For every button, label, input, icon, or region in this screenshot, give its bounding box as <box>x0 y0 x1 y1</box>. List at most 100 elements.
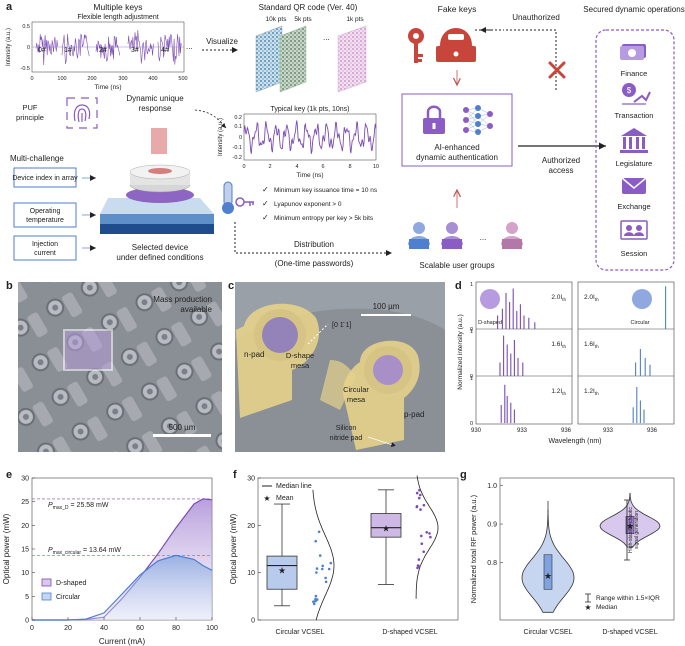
y-axis-label: Normalized total RF power (a.u.) <box>469 494 478 603</box>
category-d-shaped: D-shaped VCSEL <box>382 629 437 636</box>
qr-label-5k: 5k pts <box>294 16 312 23</box>
data-point <box>417 496 421 500</box>
x-tick: 8 <box>348 164 351 170</box>
data-point <box>324 576 327 580</box>
circular-spectra <box>632 286 667 423</box>
x-tick: 300 <box>118 76 127 82</box>
panel-e-label: e <box>6 469 12 481</box>
selected-device-2: under defined conditions <box>116 253 203 262</box>
scale-label: 500 µm <box>169 423 196 432</box>
panel-g-label: g <box>460 469 467 481</box>
y-tick-label: 10 <box>21 570 29 577</box>
data-point <box>428 532 431 535</box>
panel-a-label: a <box>6 1 13 13</box>
x-axis-label: Wavelength (nm) <box>548 438 601 445</box>
legend-circular: Circular <box>56 594 81 601</box>
d-mesa-label-2: mesa <box>291 361 310 370</box>
y-tick: -0.1 <box>233 145 242 151</box>
data-point <box>419 508 422 511</box>
operation-exchange: Exchange <box>617 202 650 211</box>
key-burst-2 <box>95 36 121 62</box>
challenge-device-index: Device index in array <box>12 175 78 182</box>
x-axis-label: Time (ns) <box>94 84 121 91</box>
current-1.6-left: 1.6Ith <box>551 341 566 349</box>
mass-production-2: available <box>180 305 212 314</box>
check-icon: ✓ <box>262 199 269 208</box>
flexible-length-subtitle: Flexible length adjustment <box>77 14 158 21</box>
user-icon <box>501 222 523 249</box>
data-point <box>418 488 421 492</box>
circular-legend: Circular <box>631 320 650 326</box>
data-point <box>417 558 421 561</box>
data-point <box>321 564 325 568</box>
qr-code-1k <box>337 25 367 93</box>
y-tick-label: 1.0 <box>487 483 497 490</box>
data-point <box>321 567 324 571</box>
x-tick: 6 <box>321 164 324 170</box>
y-tick-label: 5 <box>25 594 29 601</box>
y-tick: 0.2 <box>234 115 242 121</box>
block-x-icon <box>548 61 566 79</box>
scale-bar <box>153 434 211 437</box>
puf-label-1: PUF <box>23 103 38 112</box>
operation-legislature: Legislature <box>616 159 653 168</box>
typical-key-chart: 0.2 0.1 0 -0.1 -0.2 0 2 4 6 8 10 Time (n… <box>218 113 379 179</box>
legislature-icon <box>620 128 648 153</box>
d-mesa-label-1: D-shape <box>286 351 314 360</box>
legend-d-shaped: D-shaped <box>56 580 86 587</box>
multiple-keys-title: Multiple keys <box>93 2 142 12</box>
key-burst-3 <box>127 30 155 64</box>
legend-mean-star: ★ <box>263 494 270 503</box>
x-tick: 0 <box>30 76 33 82</box>
x-tick: 100 <box>57 76 66 82</box>
violin-axes: 0.80.91.0 <box>487 483 503 567</box>
rf-power-violin: 0.80.91.0 ★★ High-stability chaotic sign… <box>469 477 675 636</box>
data-point <box>420 542 424 545</box>
y-tick-label: 0.9 <box>487 522 497 529</box>
typical-key-waveform <box>243 120 377 154</box>
violin-box <box>625 516 635 534</box>
svg-text:$: $ <box>627 86 632 95</box>
current-1.2-left: 1.2Ith <box>551 388 566 396</box>
panel-d-label: d <box>455 280 462 292</box>
selected-device-1: Selected device <box>132 243 189 252</box>
qr-code-10k <box>255 25 283 93</box>
nitride-arrow <box>367 436 397 447</box>
data-point <box>318 554 322 557</box>
data-point <box>312 602 316 606</box>
n-pad-label: n-pad <box>244 350 264 359</box>
x-tick-label: 100 <box>206 625 218 632</box>
box <box>370 513 402 538</box>
ai-auth-label-1: AI-enhanced <box>434 143 479 152</box>
secured-operations-title: Secured dynamic operations <box>583 5 684 14</box>
y-axis-label: Optical power (mW) <box>229 513 238 584</box>
hacker-icon <box>436 28 476 62</box>
data-point <box>425 531 429 534</box>
unauthorized-path <box>475 29 557 92</box>
check-entropy: Minimum entropy per key > 5k bits <box>274 215 374 222</box>
user-icon <box>408 222 430 249</box>
x-tick-label: 20 <box>64 625 72 632</box>
finance-icon <box>620 44 646 60</box>
challenge-temperature-1: Operating <box>30 208 61 215</box>
legend-median: Median <box>596 604 618 611</box>
category-circular: Circular VCSEL <box>275 629 324 636</box>
visualize-label: Visualize <box>206 37 238 46</box>
typical-key-title: Typical key (1k pts, 10ns) <box>271 106 350 113</box>
current-2.0-left: 2.0Ith <box>551 294 566 302</box>
one-time-label: (One-time passwords) <box>275 259 354 268</box>
data-point <box>312 600 315 603</box>
p-pad-label: p-pad <box>404 410 424 419</box>
y-tick-label: 0 <box>251 618 255 625</box>
data-point <box>324 580 328 584</box>
data-point <box>415 505 419 508</box>
multiple-keys-chart: 0# 1# 2# 3# 4# ... 0.5 0 -0.5 0 100 200 … <box>6 21 193 91</box>
lp-curves <box>32 498 213 621</box>
data-point <box>422 503 426 507</box>
challenge-device-index-box <box>13 167 77 188</box>
category-d-shaped: D-shaped VCSEL <box>602 629 657 636</box>
challenge-current-2: current <box>34 250 56 257</box>
lp-line-1 <box>32 554 213 621</box>
key-label-2: 2# <box>99 47 107 54</box>
